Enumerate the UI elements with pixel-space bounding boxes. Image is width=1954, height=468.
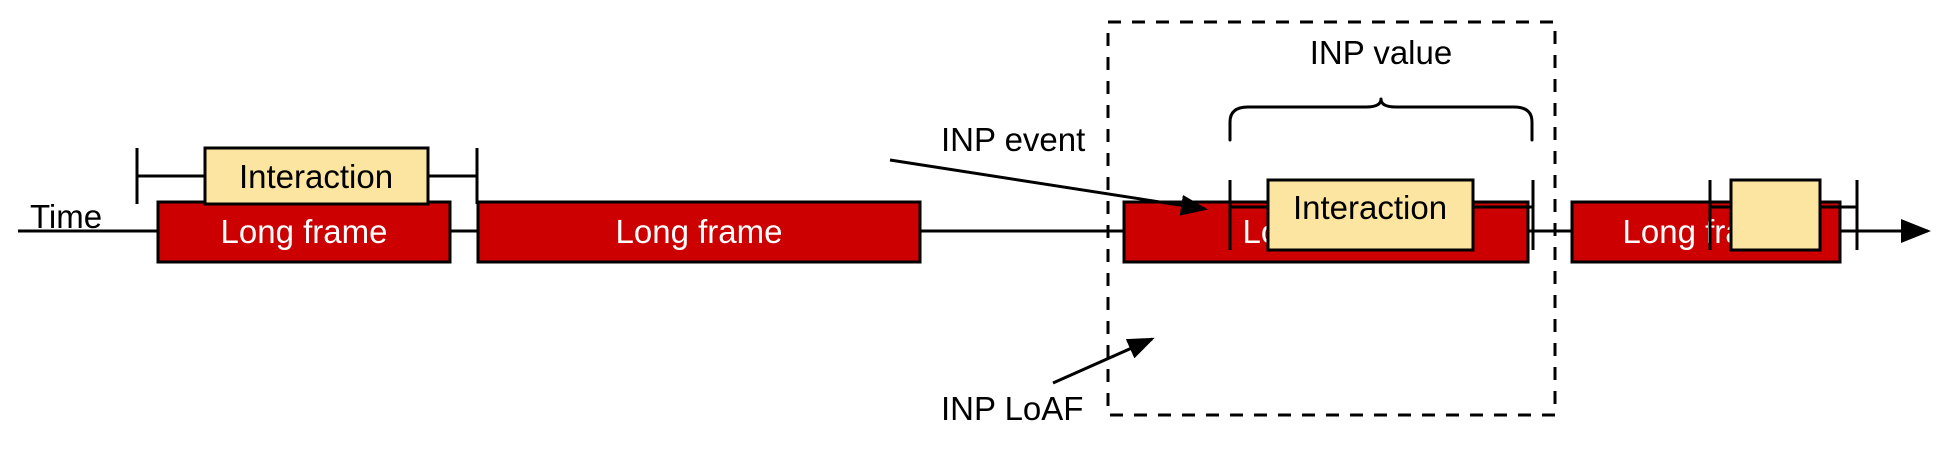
inp-value-brace (1228, 97, 1534, 142)
inp-loaf-callout: INP LoAF (941, 337, 1155, 427)
inp-loaf-label: INP LoAF (941, 390, 1083, 427)
long-frame-label: Long frame (616, 213, 783, 250)
inp-event-callout: INP event (889, 121, 1208, 216)
inp-region-dashed-box (1106, 20, 1557, 417)
interaction-label: Interaction (1293, 189, 1447, 226)
time-axis-label: Time (30, 198, 102, 235)
interaction-rect (1729, 178, 1822, 252)
inp-value-annotation: INP value (1228, 34, 1534, 142)
interaction-2-inp-event: Interaction (1228, 178, 1535, 252)
inp-value-label: INP value (1310, 34, 1452, 71)
interaction-label: Interaction (239, 158, 393, 195)
time-axis: Time (18, 198, 1931, 243)
interaction-rect (203, 146, 430, 206)
long-frame-label: Long frame (221, 213, 388, 250)
long-frame-1: Long frame (156, 200, 452, 264)
inp-event-label: INP event (941, 121, 1085, 158)
inp-event-arrow (889, 158, 1208, 216)
inp-loaf-arrow (1052, 337, 1155, 385)
interaction-rect (1266, 178, 1475, 252)
long-frame-rect (476, 200, 922, 264)
interaction-1: Interaction (135, 146, 479, 206)
interaction-3 (1708, 178, 1859, 252)
long-frame-2: Long frame (476, 200, 922, 264)
